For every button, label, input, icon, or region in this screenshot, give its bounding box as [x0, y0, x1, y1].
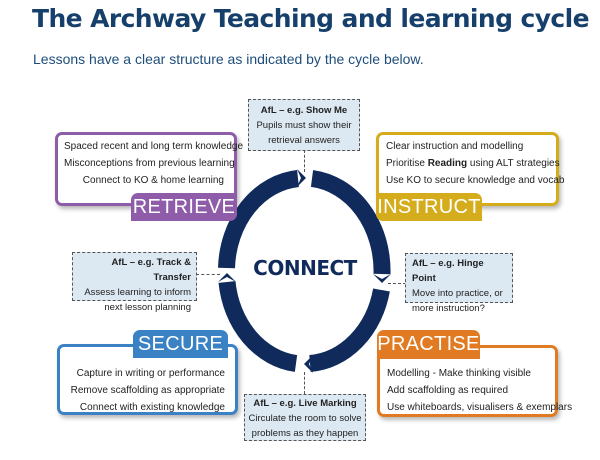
instruct-reading-bold: Reading — [427, 158, 468, 169]
retrieve-line-2: Misconceptions from previous learning — [64, 158, 235, 169]
connector-show-me — [304, 150, 305, 172]
secure-line-3: Connect with existing knowledge — [79, 402, 225, 413]
instruct-line-3: Use KO to secure knowledge and vocab — [386, 175, 565, 186]
connector-live-marking — [304, 372, 305, 394]
afl-hinge-point-box: AfL – e.g. Hinge Point Move into practic… — [405, 253, 513, 314]
retrieve-line-1: Spaced recent and long term knowledge — [64, 141, 244, 152]
retrieve-line-3: Connect to KO & home learning — [82, 175, 224, 186]
practise-line-2: Add scaffolding as required — [387, 385, 509, 396]
retrieve-tab: RETRIEVE — [131, 193, 237, 221]
instruct-line-2b: using ALT strategies — [469, 158, 560, 169]
afl-show-me-line-2: retrieval answers — [268, 135, 340, 146]
afl-show-me-box: AfL – e.g. Show Me Pupils must show thei… — [248, 99, 360, 151]
practise-tab: PRACTISE — [377, 330, 480, 359]
instruct-tab: INSTRUCT — [376, 193, 482, 221]
page-subtitle: Lessons have a clear structure as indica… — [33, 51, 424, 67]
practise-line-3: Use whiteboards, visualisers & exemplars — [387, 402, 573, 413]
afl-show-me-line-1: Pupils must show their — [256, 120, 352, 131]
page-title: The Archway Teaching and learning cycle — [32, 4, 590, 33]
secure-line-1: Capture in writing or performance — [76, 368, 225, 379]
afl-track-transfer-heading: AfL – e.g. Track & Transfer — [111, 257, 191, 283]
secure-line-2: Remove scaffolding as appropriate — [70, 385, 225, 396]
afl-hinge-point-heading: AfL – e.g. Hinge Point — [412, 258, 484, 284]
afl-live-marking-heading: AfL – e.g. Live Marking — [253, 398, 357, 409]
afl-track-transfer-line-2: next lesson planning — [104, 302, 191, 313]
connector-hinge-point — [388, 283, 406, 284]
practise-line-1: Modelling - Make thinking visible — [387, 368, 531, 379]
instruct-line-2a: Prioritise — [386, 158, 425, 169]
connect-label: CONNECT — [253, 256, 357, 280]
afl-track-transfer-line-1: Assess learning to inform — [84, 287, 191, 298]
secure-tab: SECURE — [133, 330, 228, 358]
instruct-line-1: Clear instruction and modelling — [386, 141, 524, 152]
connector-track-transfer — [196, 274, 220, 275]
afl-track-transfer-box: AfL – e.g. Track & Transfer Assess learn… — [72, 252, 197, 313]
afl-live-marking-box: AfL – e.g. Live Marking Circulate the ro… — [244, 394, 366, 441]
afl-hinge-point-line-2: more instruction? — [412, 303, 485, 314]
afl-hinge-point-line-1: Move into practice, or — [412, 288, 503, 299]
afl-live-marking-line-1: Circulate the room to solve — [248, 413, 362, 424]
afl-show-me-heading: AfL – e.g. Show Me — [260, 105, 348, 116]
instruct-line-2: Prioritise Reading using ALT strategies — [386, 155, 560, 172]
afl-live-marking-line-2: problems as they happen — [251, 428, 359, 439]
